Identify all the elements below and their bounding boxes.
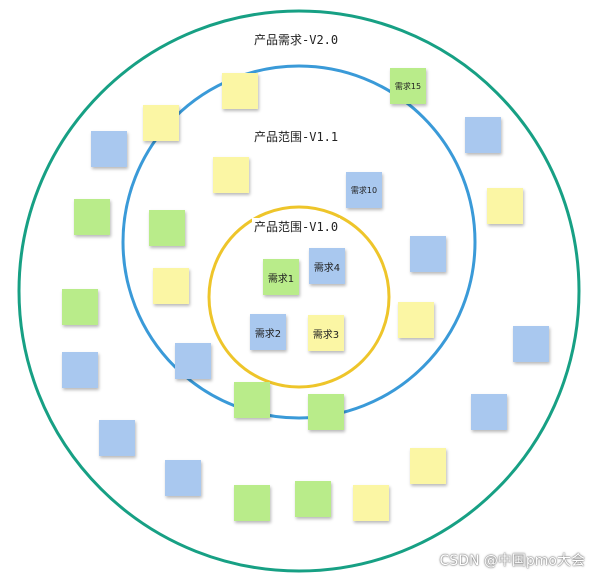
sticky-note — [153, 268, 189, 304]
sticky-note — [165, 460, 201, 496]
sticky-note — [234, 485, 270, 521]
sticky-note — [74, 199, 110, 235]
sticky-note-req2: 需求2 — [250, 314, 286, 350]
middle-ring-label: 产品范围-V1.1 — [252, 128, 341, 145]
sticky-note-req15: 需求15 — [390, 68, 426, 104]
sticky-note — [99, 420, 135, 456]
sticky-note — [471, 394, 507, 430]
watermark: CSDN @中国pmo大会 — [439, 553, 585, 569]
sticky-note — [487, 188, 523, 224]
outer-ring — [17, 9, 581, 573]
sticky-note — [213, 157, 249, 193]
sticky-note — [353, 485, 389, 521]
sticky-note — [295, 481, 331, 517]
inner-ring-label: 产品范围-V1.0 — [252, 218, 341, 235]
sticky-note-req3: 需求3 — [308, 315, 344, 351]
sticky-note — [308, 394, 344, 430]
sticky-note — [398, 302, 434, 338]
sticky-note — [222, 73, 258, 109]
sticky-note — [91, 131, 127, 167]
sticky-note — [62, 289, 98, 325]
sticky-note — [149, 210, 185, 246]
middle-ring — [121, 64, 477, 420]
sticky-note — [175, 343, 211, 379]
sticky-note — [465, 117, 501, 153]
sticky-note — [410, 236, 446, 272]
sticky-note-req1: 需求1 — [263, 259, 299, 295]
sticky-note — [143, 105, 179, 141]
inner-ring — [207, 205, 391, 389]
sticky-note-req4: 需求4 — [309, 248, 345, 284]
sticky-note — [62, 352, 98, 388]
sticky-note — [513, 326, 549, 362]
sticky-note — [410, 448, 446, 484]
outer-ring-label: 产品需求-V2.0 — [252, 31, 341, 48]
sticky-note — [234, 382, 270, 418]
sticky-note-req10: 需求10 — [346, 172, 382, 208]
